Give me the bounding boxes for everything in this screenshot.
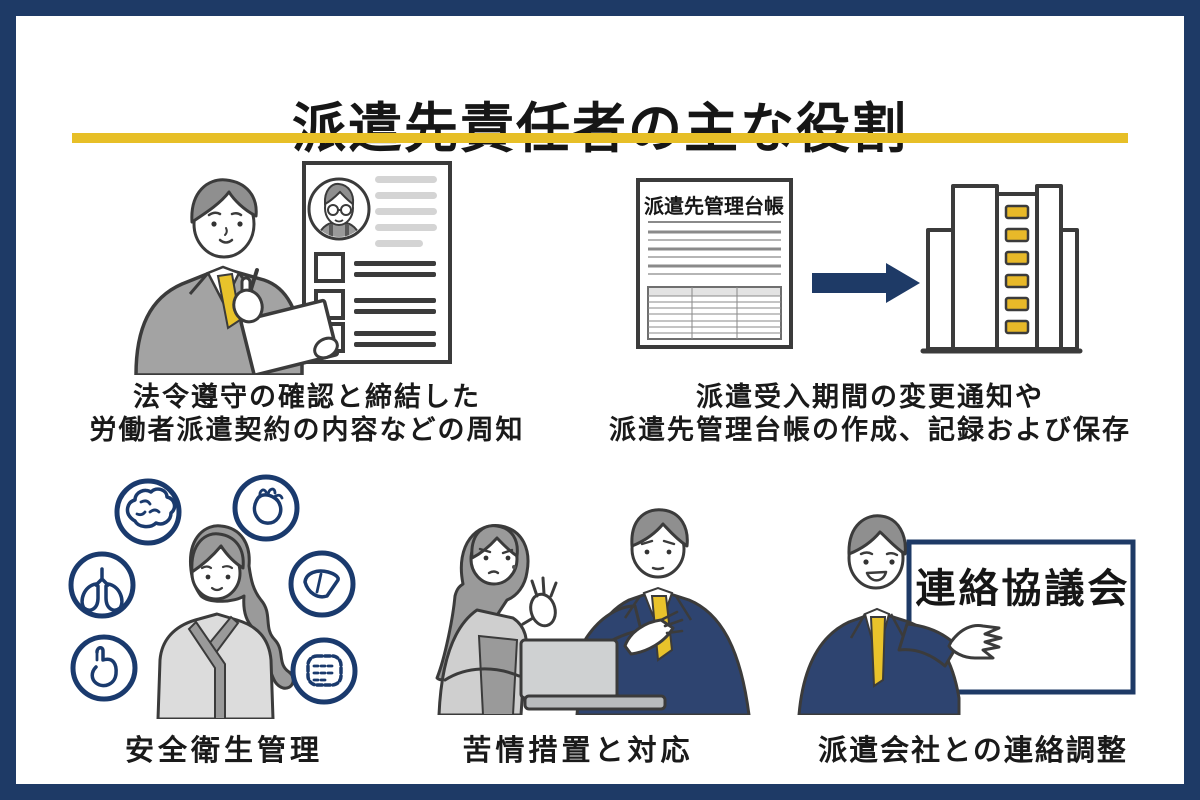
liver-icon [303, 569, 340, 599]
page-title: 派遣先責任者の主な役割 [292, 99, 908, 160]
ledger-document-icon: 派遣先管理台帳 [636, 178, 793, 349]
brain-icon [125, 487, 177, 529]
ledger-text-lines [648, 230, 781, 275]
ledger-table [647, 286, 782, 340]
caption-liaison: 派遣会社との連絡調整 [818, 735, 1128, 767]
resume-avatar [316, 182, 362, 237]
presenter-man [797, 514, 1003, 715]
caption-ledger: 派遣受入期間の変更通知や 派遣先管理台帳の作成、記録および保存 [609, 382, 1131, 445]
presenting-hand [947, 624, 1003, 660]
building-windows [1004, 204, 1030, 335]
liaison-presenter-illustration: 連絡協議会 [797, 514, 1136, 715]
caption-complaints: 苦情措置と対応 [462, 735, 694, 767]
raised-hand [521, 576, 558, 628]
lungs-icon [80, 567, 124, 612]
laptop-icon [519, 638, 667, 711]
hand-on-chest [623, 618, 675, 656]
ledger-document-title: 派遣先管理台帳 [644, 194, 784, 218]
caption-compliance: 法令遵守の確認と締結した 労働者派遣契約の内容などの周知 [89, 382, 525, 445]
health-woman [156, 524, 295, 719]
heart-icon [252, 487, 284, 525]
intestines-icon [306, 654, 343, 687]
organ-icon-circles [68, 474, 358, 705]
stomach-icon [90, 646, 118, 688]
company-building-icon [920, 184, 1083, 354]
caption-safety: 安全衛生管理 [124, 735, 323, 767]
title-underline-accent [72, 133, 1128, 143]
arrow-right-icon [812, 263, 920, 303]
resume-text-lines [375, 176, 437, 247]
man-reviewing-contract-illustration [134, 161, 452, 375]
complaint-consultation-illustration [435, 508, 751, 715]
liaison-council-sign-text: 連絡協議会 [916, 567, 1131, 611]
liaison-council-sign: 連絡協議会 [906, 539, 1136, 695]
contract-document-icon [302, 161, 452, 364]
complaining-woman [435, 524, 530, 715]
tablet [239, 298, 340, 375]
inspector-man [134, 178, 340, 375]
ledger-to-building-illustration: 派遣先管理台帳 [636, 178, 1083, 354]
safety-health-illustration [68, 474, 358, 719]
